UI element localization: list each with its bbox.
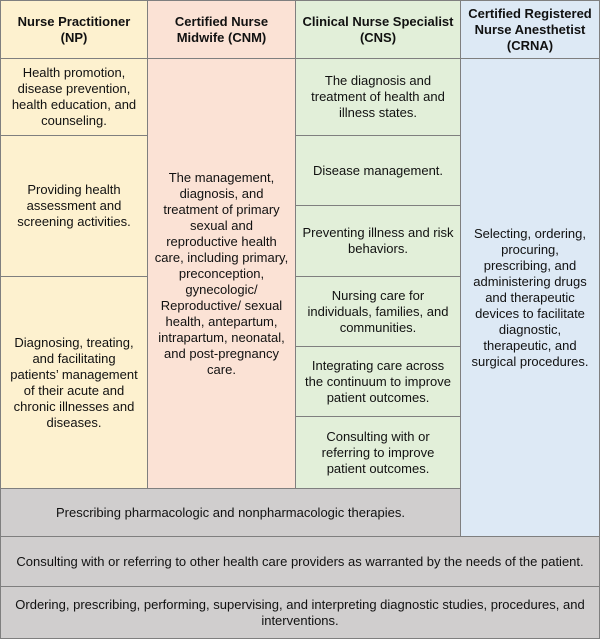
cns-cell: Nursing care for individuals, families, … xyxy=(295,276,461,347)
header-crna: Certified Registered Nurse Anesthetist (… xyxy=(460,0,600,59)
np-cell: Health promotion, disease prevention, he… xyxy=(0,58,148,136)
cns-cell: Preventing illness and risk behaviors. xyxy=(295,205,461,277)
header-cnm: Certified Nurse Midwife (CNM) xyxy=(147,0,296,59)
np-cell: Providing health assessment and screenin… xyxy=(0,135,148,277)
cns-cell: Integrating care across the continuum to… xyxy=(295,346,461,417)
cnm-cell: The management, diagnosis, and treatment… xyxy=(147,58,296,489)
cns-cell: The diagnosis and treatment of health an… xyxy=(295,58,461,136)
cns-cell: Disease management. xyxy=(295,135,461,206)
header-cns: Clinical Nurse Specialist (CNS) xyxy=(295,0,461,59)
shared-cell: Consulting with or referring to other he… xyxy=(0,536,600,587)
crna-cell: Selecting, ordering, procuring, prescrib… xyxy=(460,58,600,537)
shared-cell: Ordering, prescribing, performing, super… xyxy=(0,586,600,639)
np-cell: Diagnosing, treating, and facilitating p… xyxy=(0,276,148,489)
cns-cell: Consulting with or referring to improve … xyxy=(295,416,461,489)
shared-cell: Prescribing pharmacologic and nonpharmac… xyxy=(0,488,461,537)
header-np: Nurse Practitioner (NP) xyxy=(0,0,148,59)
